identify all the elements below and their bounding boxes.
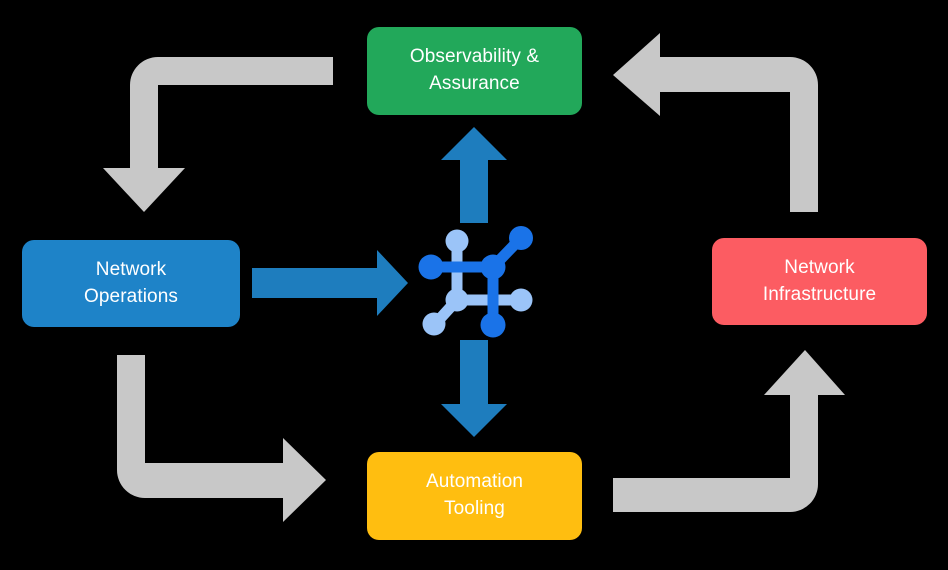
connector-observability-to-operations bbox=[103, 57, 333, 212]
connector-operations-to-automation bbox=[117, 355, 326, 522]
node-network-infrastructure[interactable]: Network Infrastructure bbox=[712, 238, 927, 325]
connector-center-to-automation bbox=[441, 340, 507, 437]
node-automation-tooling[interactable]: Automation Tooling bbox=[367, 452, 582, 540]
network-topology-icon-hotspot[interactable] bbox=[420, 224, 536, 340]
connector-center-to-observability bbox=[441, 127, 507, 223]
connector-infrastructure-to-observability bbox=[613, 33, 818, 212]
node-network-operations[interactable]: Network Operations bbox=[22, 240, 240, 327]
connector-operations-to-center bbox=[252, 250, 408, 316]
connector-automation-to-infrastructure bbox=[613, 350, 845, 512]
node-observability-assurance[interactable]: Observability & Assurance bbox=[367, 27, 582, 115]
